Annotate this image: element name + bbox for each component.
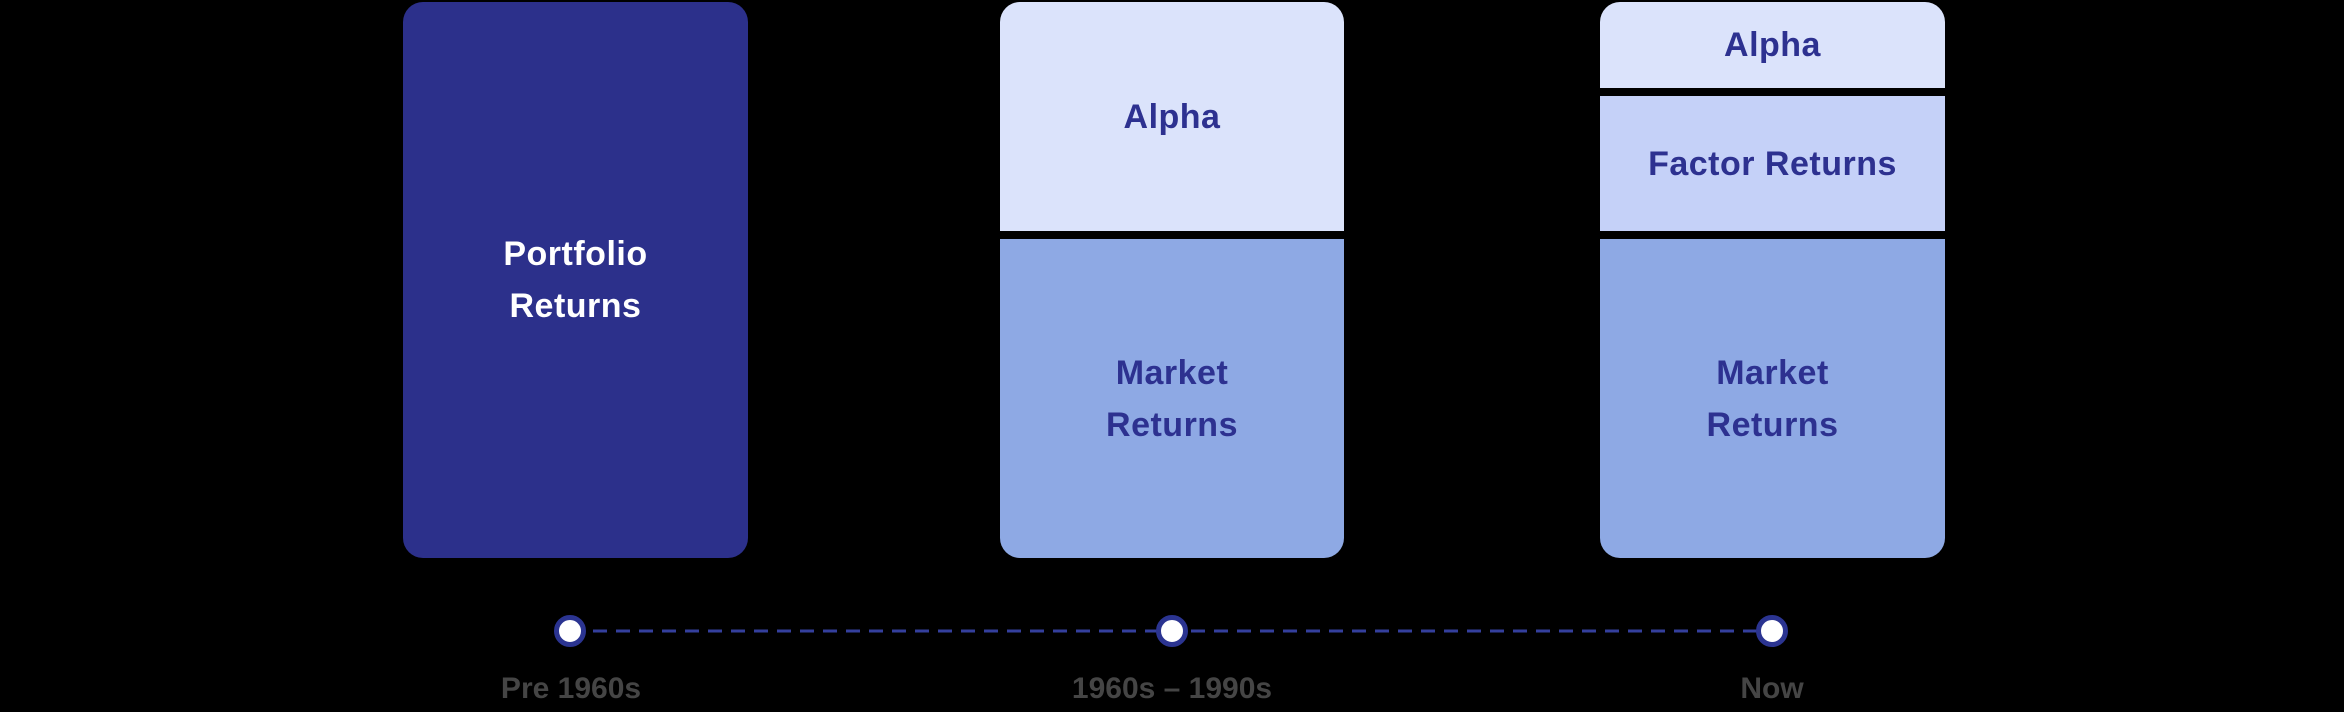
segment-label-factor-returns: Factor Returns bbox=[1648, 144, 1897, 183]
timeline-dot-1960s-1990s bbox=[1156, 615, 1188, 647]
segment-portfolio-returns: Portfolio Returns bbox=[403, 2, 748, 558]
segment-market-returns: Market Returns bbox=[1600, 239, 1945, 558]
segment-label-market-returns: Market Returns bbox=[1706, 353, 1839, 444]
segment-factor-returns: Factor Returns bbox=[1600, 96, 1945, 231]
stage-column-pre-1960s: Portfolio Returns bbox=[403, 2, 748, 558]
timeline-label-1960s-1990s: 1960s – 1990s bbox=[1071, 672, 1273, 705]
timeline-label-now: Now bbox=[1740, 672, 1804, 705]
segment-label-market-returns: Market Returns bbox=[1106, 353, 1238, 444]
stage-column-now: Alpha Factor Returns Market Returns bbox=[1600, 2, 1945, 558]
segment-label-portfolio-returns: Portfolio Returns bbox=[503, 235, 648, 325]
segment-label-alpha: Alpha bbox=[1123, 97, 1221, 136]
stage-column-1960s-1990s: Alpha Market Returns bbox=[1000, 2, 1344, 558]
segment-alpha: Alpha bbox=[1600, 2, 1945, 88]
segment-market-returns: Market Returns bbox=[1000, 239, 1344, 558]
timeline-dot-pre-1960s bbox=[554, 615, 586, 647]
timeline-dot-now bbox=[1756, 615, 1788, 647]
segment-label-alpha: Alpha bbox=[1724, 26, 1821, 64]
segment-alpha: Alpha bbox=[1000, 2, 1344, 231]
timeline-label-pre-1960s: Pre 1960s bbox=[500, 672, 642, 705]
